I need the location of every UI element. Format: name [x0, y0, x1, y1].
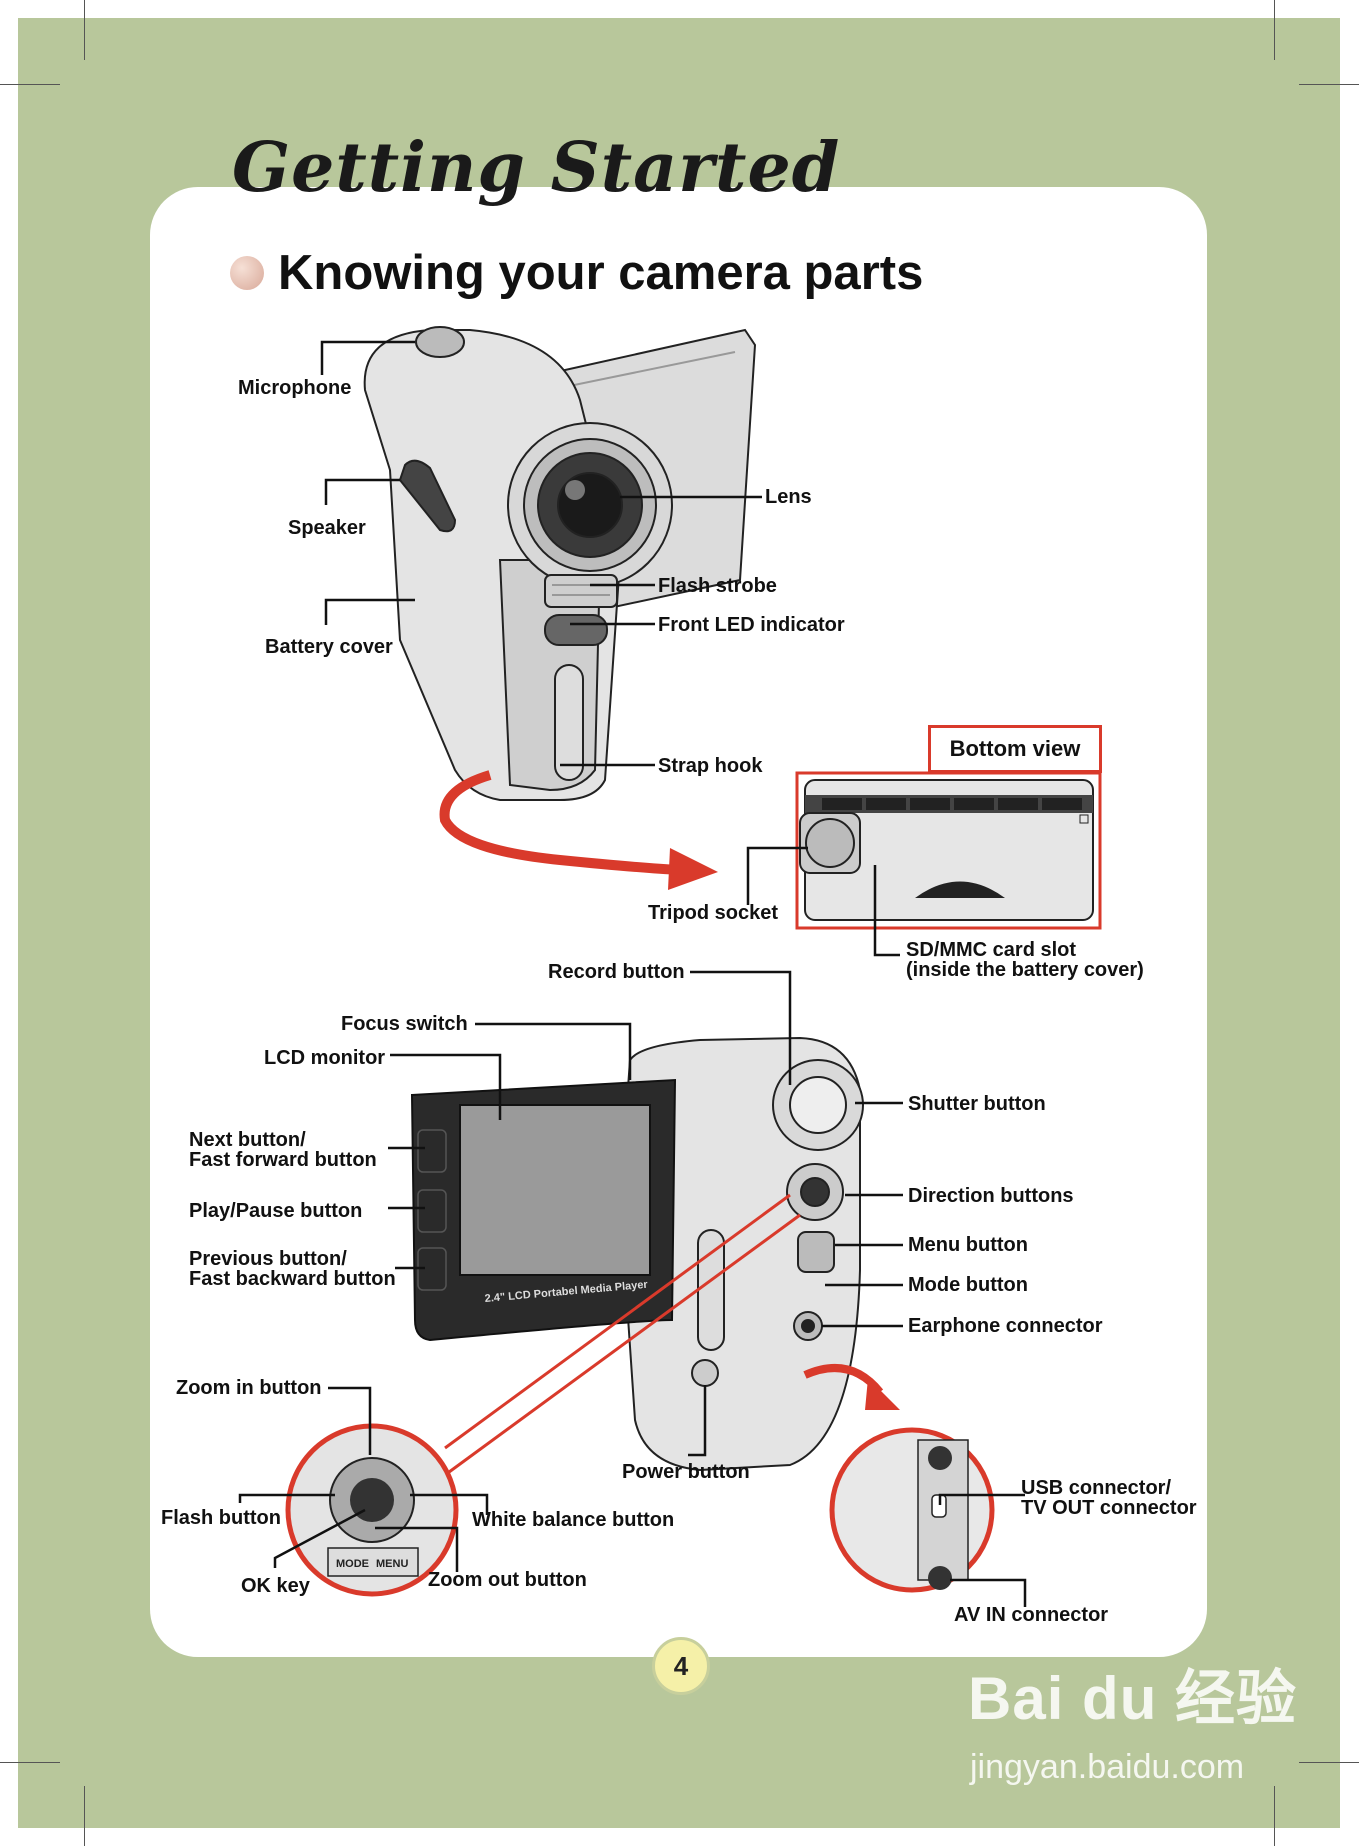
page-title: Getting Started — [232, 128, 841, 208]
bottom-view-title: Bottom view — [928, 725, 1102, 773]
label-record-button: Record button — [548, 961, 685, 983]
connector-detail-circle — [803, 1364, 995, 1593]
leader-lines-connector — [938, 1493, 1027, 1607]
label-usb-tv: USB connector/ TV OUT connector — [1021, 1477, 1197, 1519]
back-camera-drawing — [618, 1036, 864, 1472]
zoom-detail-circle: MODE MENU — [285, 1193, 801, 1597]
red-arrow-icon — [439, 770, 718, 890]
watermark-logo: Bai du 经验 — [968, 1665, 1298, 1732]
leader-lines-bottom — [746, 846, 900, 957]
label-shutter-button: Shutter button — [908, 1093, 1046, 1115]
front-camera-drawing — [363, 326, 757, 801]
label-white-balance: White balance button — [472, 1509, 675, 1531]
bottom-view-drawing — [795, 771, 1102, 930]
leader-lines-zoom — [238, 1386, 489, 1572]
lcd-monitor-drawing: 2.4" LCD Portabel Media Player — [410, 1078, 677, 1342]
label-flash-strobe: Flash strobe — [658, 575, 777, 597]
crop-mark — [0, 1762, 60, 1763]
crop-mark — [1274, 0, 1275, 60]
label-flash-button: Flash button — [161, 1507, 281, 1529]
label-sd-slot: SD/MMC card slot (inside the battery cov… — [906, 939, 1144, 981]
label-play-pause: Play/Pause button — [189, 1200, 363, 1222]
label-strap-hook: Strap hook — [658, 755, 763, 777]
leader-lines-back — [388, 970, 903, 1457]
watermark-url: jingyan.baidu.com — [970, 1748, 1245, 1786]
label-lens: Lens — [765, 486, 812, 508]
label-direction-buttons: Direction buttons — [908, 1185, 1074, 1207]
menu-tag: MENU — [376, 1558, 408, 1570]
leader-lines-top — [320, 340, 762, 767]
label-focus-switch: Focus switch — [341, 1013, 468, 1035]
label-zoom-in: Zoom in button — [176, 1377, 322, 1399]
label-next-button: Next button/ Fast forward button — [189, 1129, 377, 1171]
label-av-in: AV IN connector — [954, 1604, 1109, 1626]
crop-mark — [1274, 1786, 1275, 1846]
crop-mark — [0, 84, 60, 85]
section-subtitle: Knowing your camera parts — [278, 246, 924, 300]
label-previous-button: Previous button/ Fast backward button — [189, 1248, 396, 1290]
label-zoom-out: Zoom out button — [428, 1569, 587, 1591]
label-ok-key: OK key — [241, 1575, 310, 1597]
crop-mark — [84, 0, 85, 60]
label-microphone: Microphone — [238, 377, 352, 399]
page-number-badge: 4 — [652, 1637, 710, 1695]
label-mode-button: Mode button — [908, 1274, 1028, 1296]
crop-mark — [1299, 1762, 1359, 1763]
label-speaker: Speaker — [288, 517, 366, 539]
label-battery-cover: Battery cover — [265, 636, 393, 658]
crop-mark — [84, 1786, 85, 1846]
label-lcd-monitor: LCD monitor — [264, 1047, 386, 1069]
label-front-led: Front LED indicator — [658, 614, 845, 636]
crop-mark — [1299, 84, 1359, 85]
label-menu-button: Menu button — [908, 1234, 1028, 1256]
label-tripod-socket: Tripod socket — [648, 902, 779, 924]
label-earphone: Earphone connector — [908, 1315, 1103, 1337]
label-power-button: Power button — [622, 1461, 750, 1483]
mode-tag: MODE — [336, 1558, 369, 1570]
bullet-icon — [230, 256, 264, 290]
